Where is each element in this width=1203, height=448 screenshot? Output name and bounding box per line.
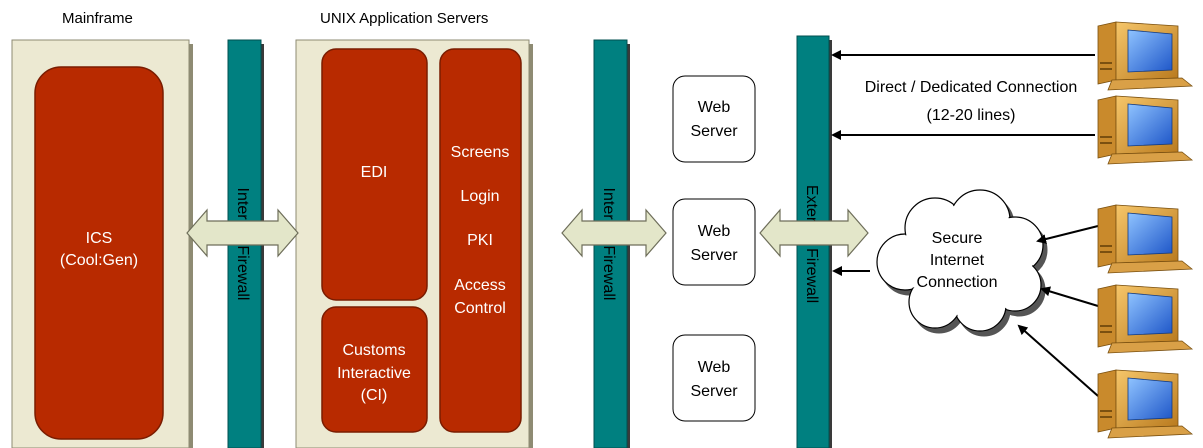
- internal-firewall-2: Internal Firewall: [593, 39, 630, 448]
- cloud-label-line3: Connection: [917, 274, 998, 291]
- edi-label: EDI: [361, 164, 388, 181]
- security-item-login: Login: [460, 188, 499, 205]
- security-module: Screens Login PKI Access Control: [439, 48, 522, 433]
- computer-icon-internet-3: [1097, 369, 1194, 439]
- web-server-1-line2: Server: [690, 123, 738, 140]
- web-server-1-line1: Web: [698, 99, 731, 116]
- ics-label: ICS: [86, 230, 113, 247]
- arrow-web-external: [759, 208, 869, 258]
- security-item-screens: Screens: [451, 144, 510, 161]
- web-server-3: Web Server: [672, 334, 756, 422]
- security-item-access: Access: [454, 277, 506, 294]
- cloud-label-line1: Secure: [932, 230, 983, 247]
- web-server-2: Web Server: [672, 198, 756, 286]
- edi-module: EDI: [321, 48, 428, 301]
- customs-interactive-module: Customs Interactive (CI): [321, 306, 428, 433]
- direct-connection-sublabel: (12-20 lines): [927, 107, 1016, 124]
- computer-icon-direct-2: [1097, 95, 1194, 165]
- security-item-control: Control: [454, 300, 506, 317]
- ics-sublabel: (Cool:Gen): [60, 252, 138, 269]
- web-server-2-line1: Web: [698, 223, 731, 240]
- web-server-2-line2: Server: [690, 247, 738, 264]
- computer-icon-internet-2: [1097, 284, 1194, 354]
- ics-module: ICS (Cool:Gen): [34, 66, 164, 440]
- cloud-label-line2: Internet: [930, 252, 985, 269]
- arrow-mainframe-unix: [186, 208, 299, 258]
- arrow-unix-web: [561, 208, 667, 258]
- ci-label-line3: (CI): [361, 387, 388, 404]
- ci-label-line1: Customs: [342, 342, 405, 359]
- security-item-pki: PKI: [467, 232, 493, 249]
- mainframe-title: Mainframe: [62, 10, 133, 27]
- ci-label-line2: Interactive: [337, 365, 411, 382]
- computer-icon-internet-1: [1097, 204, 1194, 274]
- computer-icon-direct-1: [1097, 21, 1194, 91]
- web-server-3-line1: Web: [698, 359, 731, 376]
- web-server-1: Web Server: [672, 75, 756, 163]
- web-server-3-line2: Server: [690, 383, 738, 400]
- unix-servers-title: UNIX Application Servers: [320, 10, 489, 27]
- direct-connection-label: Direct / Dedicated Connection: [865, 79, 1078, 96]
- secure-internet-cloud: Secure Internet Connection: [876, 189, 1048, 337]
- internet-client-arrows: [1017, 225, 1099, 397]
- direct-connection-arrows: [831, 50, 1095, 140]
